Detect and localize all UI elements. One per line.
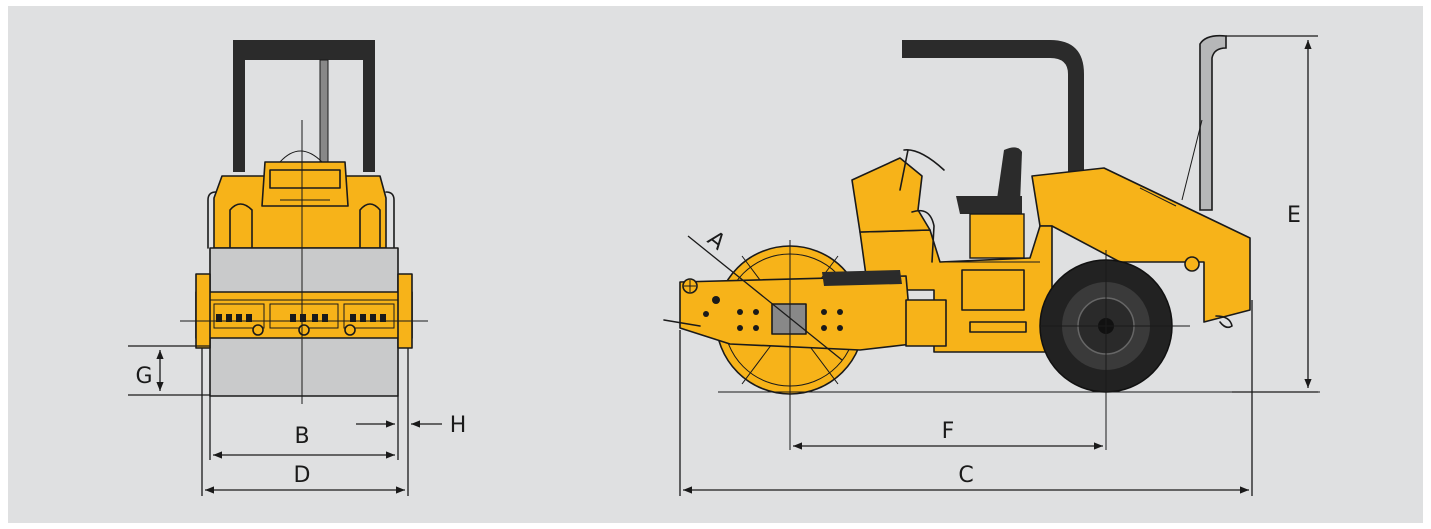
dimension-c: C — [679, 300, 1253, 496]
side-rops — [902, 40, 1084, 224]
dimension-e: E — [1226, 35, 1318, 393]
dimension-d: D — [201, 348, 409, 496]
label-b: B — [294, 424, 309, 449]
operator-station — [899, 147, 1025, 263]
label-h: H — [450, 413, 467, 438]
front-view: G B D H — [128, 40, 466, 496]
dimension-g: G — [128, 345, 210, 396]
front-body — [207, 150, 395, 249]
exhaust-pipe — [1181, 34, 1227, 211]
front-rops — [233, 40, 375, 172]
label-g: G — [135, 364, 152, 389]
side-front-frame — [663, 270, 947, 351]
label-d: D — [294, 463, 311, 488]
label-f: F — [942, 419, 955, 444]
dimension-h: H — [356, 413, 466, 438]
side-body — [851, 157, 1251, 353]
dimension-f: F — [793, 419, 1103, 450]
front-frame-band — [195, 273, 413, 349]
label-e: E — [1287, 203, 1301, 228]
dimension-b: B — [209, 396, 399, 460]
label-c: C — [958, 463, 973, 488]
side-view: A E F C — [663, 34, 1320, 496]
